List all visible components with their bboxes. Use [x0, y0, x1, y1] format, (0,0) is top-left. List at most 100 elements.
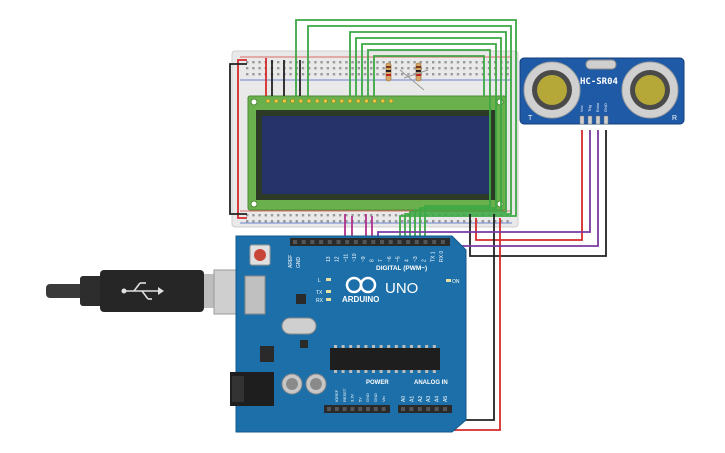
breadboard-hole [463, 61, 466, 64]
analog-pin-label: A4 [435, 396, 441, 402]
breadboard-hole [376, 73, 379, 76]
breadboard-hole [264, 214, 267, 217]
breadboard-hole [345, 220, 348, 223]
sensor-pin-label: Echo [595, 102, 600, 112]
chip-pin [425, 370, 429, 373]
breadboard-hole [475, 61, 478, 64]
lcd-pin [282, 98, 287, 104]
breadboard-hole [394, 61, 398, 64]
chip-pin [387, 345, 391, 348]
breadboard-hole [432, 73, 435, 76]
breadboard-hole [314, 214, 317, 217]
analog-pin-hole [426, 407, 431, 411]
breadboard-hole [320, 220, 323, 223]
power-pin-label: GND [365, 393, 370, 402]
breadboard-hole [382, 73, 385, 76]
sensor-name: HC-SR04 [580, 77, 619, 87]
breadboard-hole [506, 67, 509, 70]
power-pin-label: RESET [342, 388, 347, 402]
breadboard-hole [394, 214, 398, 217]
breadboard-hole [357, 73, 360, 76]
chip-pin [341, 370, 345, 373]
lcd-screen [262, 116, 490, 194]
tx-led-label: TX [316, 290, 323, 296]
breadboard-hole [382, 214, 385, 217]
breadboard-hole [463, 67, 466, 70]
voltage-regulator [260, 346, 274, 362]
digital-pin-label: ~3 [413, 256, 419, 262]
analog-pin-hole [417, 407, 422, 411]
power-pin-label: IOREF [334, 389, 339, 402]
breadboard-hole [277, 214, 280, 217]
breadboard-hole [339, 214, 342, 217]
digital-pin-hole [336, 240, 341, 244]
breadboard-hole [432, 67, 435, 70]
breadboard-hole [357, 67, 360, 70]
arduino-logo-icon [345, 276, 377, 294]
analog-header [398, 405, 452, 413]
digital-label: DIGITAL (PWM~) [376, 265, 427, 272]
sensor-right-mark: R [672, 115, 677, 122]
breadboard-hole [463, 73, 466, 76]
bottom-pin-holes [327, 407, 447, 411]
breadboard-hole [308, 61, 311, 64]
lcd-pin [355, 98, 361, 104]
analog-pin-label: A5 [443, 396, 449, 402]
breadboard-hole [320, 67, 323, 70]
lcd-mount-hole [250, 98, 258, 106]
lcd-mount-hole [496, 200, 504, 208]
usb-icon [121, 282, 164, 300]
breadboard-hole [394, 73, 398, 76]
breadboard-hole [351, 67, 354, 70]
breadboard-hole [339, 61, 342, 64]
digital-pin-hole [371, 240, 376, 244]
power-pin-hole [381, 407, 386, 411]
breadboard-hole [481, 73, 484, 76]
breadboard-hole [332, 67, 336, 70]
analog-pin-label: A3 [426, 396, 432, 402]
breadboard-hole [450, 73, 453, 76]
breadboard-hole [388, 214, 391, 217]
digital-pin-hole [423, 240, 428, 244]
power-label: POWER [366, 380, 389, 386]
analog-pin-hole [401, 407, 405, 411]
breadboard-hole [444, 67, 447, 70]
lcd-pin [331, 98, 336, 104]
breadboard-hole [289, 220, 292, 223]
breadboard-hole [246, 220, 249, 223]
power-pin-hole [366, 407, 370, 411]
breadboard-hole [475, 73, 478, 76]
breadboard-hole [326, 214, 329, 217]
power-pin-hole [334, 407, 339, 411]
breadboard-hole [370, 67, 373, 70]
breadboard-hole [277, 67, 280, 70]
breadboard-hole [252, 214, 255, 217]
chip-pin [394, 345, 398, 348]
breadboard-hole [401, 73, 404, 76]
digital-pin-hole [293, 240, 297, 244]
breadboard-hole [376, 214, 379, 217]
chip-pin [432, 370, 436, 373]
lcd-pin [306, 98, 312, 104]
breadboard-hole [469, 61, 472, 64]
breadboard-hole [252, 220, 255, 223]
digital-pin-holes [293, 240, 445, 244]
breadboard-hole [283, 214, 286, 217]
breadboard-hole [363, 214, 367, 217]
breadboard-hole [456, 73, 460, 76]
breadboard-hole [277, 73, 280, 76]
breadboard-hole [394, 67, 398, 70]
breadboard-hole [444, 73, 447, 76]
lcd-pin [339, 98, 345, 104]
digital-pin-hole [380, 240, 384, 244]
breadboard-hole [289, 67, 292, 70]
breadboard-hole [382, 67, 385, 70]
arduino-model: UNO [385, 280, 418, 297]
breadboard-hole [481, 61, 484, 64]
breadboard-hole [345, 61, 348, 64]
breadboard-hole [351, 214, 354, 217]
wires-green [295, 19, 517, 238]
breadboard-hole [363, 67, 367, 70]
